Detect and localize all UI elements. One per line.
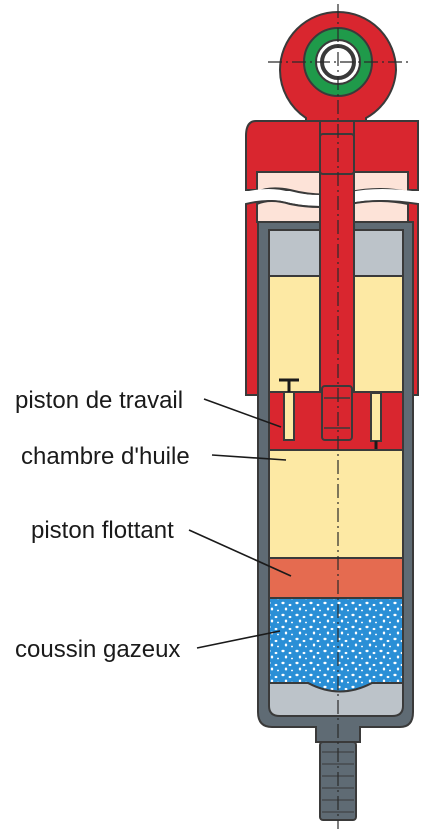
valve-lower-right	[370, 392, 382, 442]
label-working-piston: piston de travail	[15, 387, 183, 414]
leader-gas-cushion	[196, 630, 281, 649]
leader-oil-chamber	[211, 454, 287, 461]
label-floating-piston: piston flottant	[31, 517, 174, 544]
bottom-cap	[268, 682, 404, 717]
rod-nut	[321, 385, 353, 441]
label-oil-chamber: chambre d'huile	[21, 443, 190, 470]
lower-oil-chamber	[268, 449, 404, 559]
valve-upper-left	[283, 391, 295, 441]
label-gas-cushion: coussin gazeux	[15, 636, 180, 663]
leader-working-piston	[203, 398, 282, 428]
gas-cushion	[268, 597, 404, 693]
floating-piston	[268, 557, 404, 599]
leader-floating-piston	[188, 529, 292, 577]
piston-rod	[319, 120, 355, 441]
